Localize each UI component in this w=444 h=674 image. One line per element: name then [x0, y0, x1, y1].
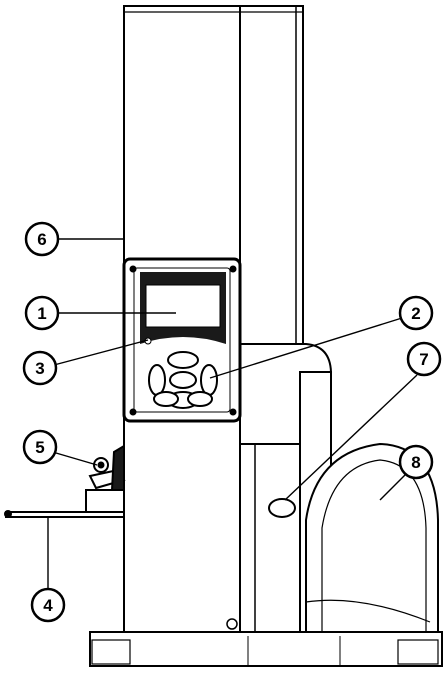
- key-right[interactable]: [200, 364, 218, 396]
- leader-line: [53, 339, 149, 366]
- callout-label: 1: [37, 304, 46, 323]
- panel-screw: [129, 265, 137, 273]
- probe-clamp-body: [110, 444, 125, 491]
- callout-8: 8: [398, 444, 434, 480]
- measuring-probe: [5, 511, 125, 518]
- handwheel-shell: [305, 442, 439, 633]
- callout-label: 6: [37, 230, 46, 249]
- keypad: [148, 351, 218, 409]
- panel-screw: [129, 408, 137, 416]
- callouts: 6 1 2 3 7 5 8 4: [22, 221, 442, 623]
- probe-assembly: [4, 444, 126, 518]
- base-foot-left: [91, 639, 131, 665]
- leader-lines: [47, 238, 418, 589]
- callout-label: 4: [43, 596, 53, 615]
- callout-label: 2: [411, 304, 420, 323]
- panel-inner: [133, 267, 231, 413]
- callout-6: 6: [24, 221, 60, 257]
- display-screen: [145, 284, 221, 328]
- callout-1: 1: [24, 295, 60, 331]
- callout-5: 5: [22, 429, 58, 465]
- key-function-left[interactable]: [153, 391, 179, 407]
- carriage-lower: [239, 443, 301, 633]
- key-left[interactable]: [148, 364, 166, 396]
- leader-line: [379, 473, 407, 501]
- leader-line: [284, 374, 418, 501]
- callout-label: 7: [419, 350, 428, 369]
- probe-holder: [85, 489, 125, 513]
- callout-2: 2: [398, 295, 434, 331]
- callout-3: 3: [22, 350, 58, 386]
- probe-clamp-knob-center: [97, 461, 105, 469]
- callout-4: 4: [30, 587, 66, 623]
- panel-screw: [229, 265, 237, 273]
- callout-7: 7: [406, 341, 442, 377]
- leader-line: [55, 452, 98, 466]
- base-screw: [226, 618, 238, 630]
- callout-label: 3: [35, 359, 44, 378]
- callout-label: 5: [35, 438, 44, 457]
- probe-tip: [4, 510, 12, 518]
- column-rear: [239, 5, 304, 347]
- callout-label: 8: [411, 453, 420, 472]
- base-plate: [89, 631, 443, 667]
- key-up[interactable]: [167, 351, 199, 369]
- key-function-right[interactable]: [187, 391, 213, 407]
- panel-screw: [229, 408, 237, 416]
- handwheel-seam: [305, 599, 431, 623]
- key-center[interactable]: [169, 371, 197, 389]
- base-foot-right: [397, 639, 439, 665]
- base: [89, 631, 443, 667]
- leader-line: [209, 317, 403, 379]
- handwheel-inner: [321, 459, 427, 632]
- handwheel-cover: [305, 442, 439, 633]
- control-panel: [122, 257, 242, 423]
- side-button[interactable]: [268, 498, 296, 518]
